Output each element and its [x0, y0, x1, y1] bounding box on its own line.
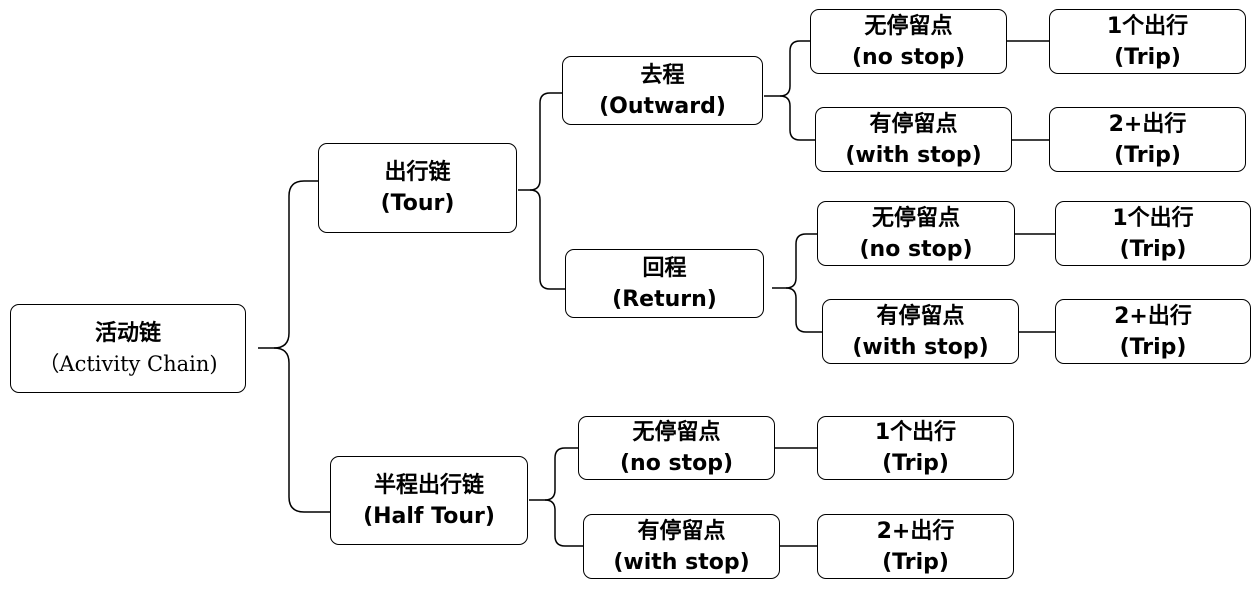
activity-chain-label-zh: 活动链	[94, 320, 161, 346]
with-stop-label-en: (with stop)	[613, 549, 750, 575]
trip-label-en: (Trip)	[882, 549, 949, 575]
tour-node: 出行链 (Tour)	[318, 143, 517, 233]
tour-label-en: (Tour)	[380, 191, 455, 216]
activity-chain-label-en: （Activity Chain)	[38, 351, 218, 376]
outward-label-en: (Outward)	[599, 93, 726, 119]
trip-one-label-zh: 1个出行	[874, 420, 957, 445]
outward-trip-one-node: 1个出行 (Trip)	[1049, 9, 1246, 74]
outward-label-zh: 去程	[640, 62, 685, 88]
trip-label-en: (Trip)	[1119, 236, 1187, 262]
half-tour-trip-many-node: 2+出行 (Trip)	[817, 514, 1014, 579]
half-tour-node: 半程出行链 (Half Tour)	[330, 456, 528, 545]
half-tour-no-stop-node: 无停留点 (no stop)	[578, 416, 775, 480]
outward-with-stop-node: 有停留点 (with stop)	[815, 107, 1012, 172]
no-stop-label-en: (no stop)	[859, 236, 973, 262]
return-trip-one-node: 1个出行 (Trip)	[1055, 201, 1251, 266]
no-stop-label-zh: 无停留点	[632, 420, 721, 445]
tour-label-zh: 出行链	[384, 160, 451, 185]
with-stop-label-zh: 有停留点	[637, 518, 726, 544]
trip-one-label-zh: 1个出行	[1106, 13, 1189, 39]
half-tour-label-zh: 半程出行链	[373, 472, 484, 498]
with-stop-label-zh: 有停留点	[869, 111, 958, 137]
with-stop-label-en: (with stop)	[845, 142, 982, 168]
half-tour-with-stop-node: 有停留点 (with stop)	[583, 514, 780, 579]
trip-label-en: (Trip)	[882, 451, 949, 476]
trip-many-label-zh: 2+出行	[876, 518, 955, 544]
no-stop-label-zh: 无停留点	[864, 13, 953, 39]
return-no-stop-node: 无停留点 (no stop)	[817, 201, 1015, 266]
half-tour-trip-one-node: 1个出行 (Trip)	[817, 416, 1014, 480]
return-with-stop-node: 有停留点 (with stop)	[822, 299, 1019, 364]
return-trip-many-node: 2+出行 (Trip)	[1055, 299, 1251, 364]
trip-many-label-zh: 2+出行	[1108, 111, 1187, 137]
trip-label-en: (Trip)	[1114, 44, 1181, 70]
activity-chain-node: 活动链 （Activity Chain)	[10, 304, 246, 393]
return-label-zh: 回程	[642, 255, 687, 281]
half-tour-label-en: (Half Tour)	[363, 503, 495, 529]
return-label-en: (Return)	[612, 286, 717, 312]
trip-many-label-zh: 2+出行	[1114, 303, 1192, 329]
no-stop-label-en: (no stop)	[851, 44, 966, 70]
trip-one-label-zh: 1个出行	[1112, 205, 1194, 231]
no-stop-label-en: (no stop)	[619, 451, 734, 476]
with-stop-label-en: (with stop)	[852, 334, 989, 360]
trip-label-en: (Trip)	[1114, 142, 1181, 168]
outward-node: 去程 (Outward)	[562, 56, 763, 125]
return-node: 回程 (Return)	[565, 249, 764, 318]
no-stop-label-zh: 无停留点	[871, 205, 960, 231]
outward-trip-many-node: 2+出行 (Trip)	[1049, 107, 1246, 172]
outward-no-stop-node: 无停留点 (no stop)	[810, 9, 1007, 74]
trip-label-en: (Trip)	[1119, 334, 1187, 360]
with-stop-label-zh: 有停留点	[876, 303, 965, 329]
